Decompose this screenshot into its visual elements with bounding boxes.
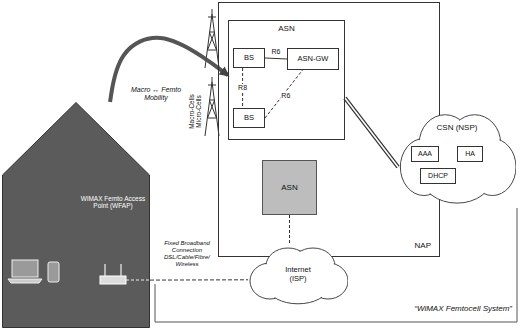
asn-box: ASN BS ASN-GW BS <box>228 20 345 140</box>
asn-box: ASN <box>262 160 317 215</box>
house-body <box>3 103 150 328</box>
house-shape: WiMAX Femto Access Point (WFAP) <box>2 102 150 328</box>
system-boundary <box>155 208 517 322</box>
node-text: BS <box>244 54 254 63</box>
network-cloud: CSN (NSP) AAA HA DHCP <box>398 110 516 205</box>
edge-label-box: R8 <box>237 84 248 92</box>
house-outline <box>2 102 150 328</box>
edge-label-box: R6 <box>271 47 282 55</box>
nap-box: NAP ASN BS ASN-GW BS ASN <box>218 2 440 257</box>
internet-cloud: Internet (ISP) <box>248 245 348 305</box>
cell-type-label: Macro-Cells Micro-Cells <box>188 90 203 132</box>
mobility-arrow <box>110 38 228 102</box>
internet-link <box>289 215 290 245</box>
server-box: HA <box>457 146 483 162</box>
node-text: CSN (NSP) <box>437 123 478 132</box>
edge-label-box: Fixed Broadband Connection DSL/Cable/Fib… <box>158 240 216 268</box>
base-station-box: BS <box>233 108 265 128</box>
connector-line <box>289 215 290 245</box>
server-box: DHCP <box>420 168 456 184</box>
connector-line <box>150 279 248 280</box>
node-text: BS <box>244 114 254 123</box>
gateway-box: ASN-GW <box>287 48 339 70</box>
server-box: AAA <box>411 146 439 162</box>
node-text: ASN <box>278 24 294 33</box>
connector-line <box>265 70 303 118</box>
edge-label: R6 <box>271 47 282 55</box>
free-label: “WiMAX Femtocell System” <box>390 304 512 313</box>
free-label: Macro-Cells Micro-Cells <box>188 90 203 132</box>
double-line-inner <box>345 98 398 167</box>
node-text: HA <box>465 150 475 158</box>
laptop-base <box>8 279 42 283</box>
tower-lattice <box>205 77 219 136</box>
router-cable <box>126 280 150 281</box>
interface-line <box>265 58 287 59</box>
node-text: DHCP <box>428 172 448 180</box>
edge-label: Fixed Broadband Connection DSL/Cable/Fib… <box>158 240 216 268</box>
router-antenna <box>105 264 121 276</box>
edge-label: Macro ↔ Femto Mobility <box>124 86 188 102</box>
node-text: NAP <box>415 241 431 250</box>
node-text: ASN-GW <box>298 55 329 64</box>
double-line-outer <box>345 98 398 167</box>
router-icon <box>100 276 126 284</box>
system-label: “WiMAX Femtocell System” <box>390 304 512 313</box>
interface-line <box>265 70 303 118</box>
node-text: AAA <box>418 150 432 158</box>
node-text: Internet (ISP) <box>276 266 320 283</box>
phone-icon <box>48 262 59 282</box>
edge-label: R8 <box>237 84 248 92</box>
node-text: ASN <box>281 183 297 192</box>
connector-line <box>110 38 228 102</box>
connector-line <box>265 58 287 59</box>
backhaul-double-line <box>345 98 398 167</box>
base-station-box: BS <box>233 48 265 68</box>
edge-label-box: R6 <box>280 92 291 100</box>
tower-symbol <box>205 77 219 136</box>
edge-label: R6 <box>280 92 291 100</box>
laptop-screen <box>12 260 38 277</box>
edge-label-box: Macro ↔ Femto Mobility <box>124 86 188 102</box>
broadband-link <box>150 279 248 280</box>
node-text: WiMAX Femto Access Point (WFAP) <box>80 195 146 210</box>
